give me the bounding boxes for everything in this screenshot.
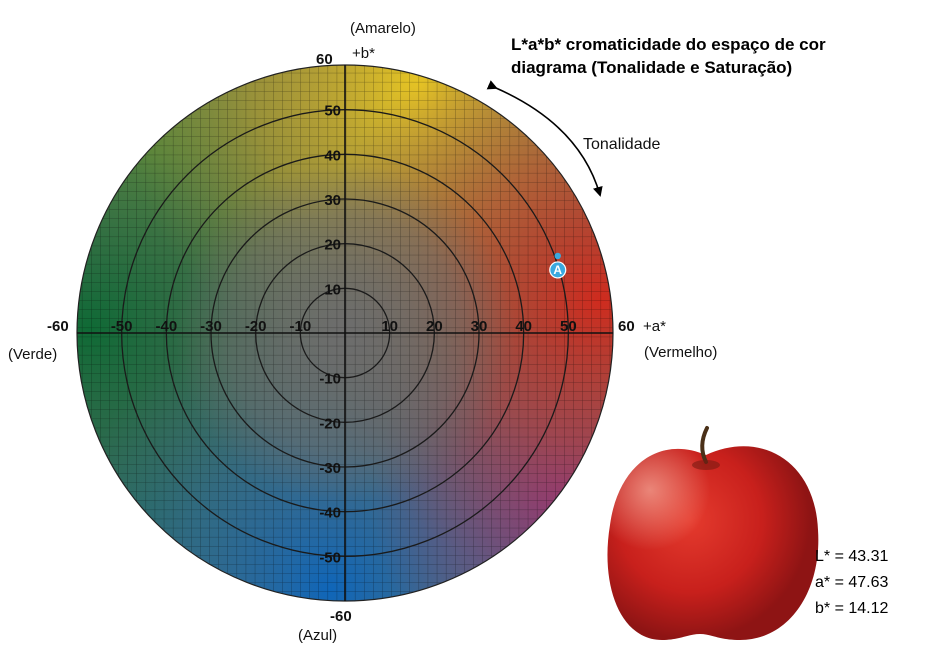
a-tick-label: -30 xyxy=(200,318,222,335)
a-tick-label: 30 xyxy=(471,318,488,335)
a-tick-label: -10 xyxy=(289,318,311,335)
a-tick-label: 20 xyxy=(426,318,443,335)
b-tick-label: -20 xyxy=(319,415,341,432)
a-tick-label: -40 xyxy=(155,318,177,335)
b-tick-labels: 50 40 30 20 10 -10 -20 -30 -40 -50 xyxy=(319,103,341,567)
sample-point-a: A xyxy=(549,252,567,279)
a-axis-plus-label: +a* xyxy=(643,318,666,335)
a-tick-label: 50 xyxy=(560,318,577,335)
point-a-label: A xyxy=(553,263,562,277)
b-tick-label: 10 xyxy=(324,281,341,298)
b-axis-plus-label: +b* xyxy=(352,45,375,62)
apple-image xyxy=(607,426,819,640)
apple-l-value: L* = 43.31 xyxy=(815,548,889,565)
a-axis-left-end: -60 xyxy=(47,318,69,335)
yellow-label: (Amarelo) xyxy=(350,20,416,37)
apple-b-value: b* = 14.12 xyxy=(815,600,889,617)
apple-a-value: a* = 47.63 xyxy=(815,574,889,591)
hue-arrow xyxy=(486,80,603,197)
a-tick-label: -20 xyxy=(245,318,267,335)
a-axis-right-end: 60 xyxy=(618,318,635,335)
point-a-dot xyxy=(554,252,561,260)
a-tick-labels: -50 -40 -30 -20 -10 10 20 30 40 50 xyxy=(111,318,577,335)
b-tick-label: 50 xyxy=(324,103,341,120)
a-tick-label: -50 xyxy=(111,318,133,335)
blue-label: (Azul) xyxy=(298,627,337,644)
b-tick-label: -10 xyxy=(319,371,341,388)
a-tick-label: 40 xyxy=(515,318,532,335)
a-tick-label: 10 xyxy=(381,318,398,335)
green-label: (Verde) xyxy=(8,346,57,363)
b-tick-label: -50 xyxy=(319,549,341,566)
b-tick-label: 20 xyxy=(324,237,341,254)
b-axis-top-end: 60 xyxy=(316,51,333,68)
hue-label: Tonalidade xyxy=(583,136,661,153)
b-tick-label: -30 xyxy=(319,460,341,477)
red-label: (Vermelho) xyxy=(644,344,717,361)
b-axis-bottom-end: -60 xyxy=(330,608,352,625)
b-tick-label: 30 xyxy=(324,192,341,209)
point-a-marker xyxy=(549,261,567,279)
diagram-title-line-1: L*a*b* cromaticidade do espaço de cor xyxy=(511,35,826,54)
diagram-title-line-2: diagrama (Tonalidade e Saturação) xyxy=(511,58,792,77)
b-tick-label: 40 xyxy=(324,147,341,164)
b-tick-label: -40 xyxy=(319,505,341,522)
